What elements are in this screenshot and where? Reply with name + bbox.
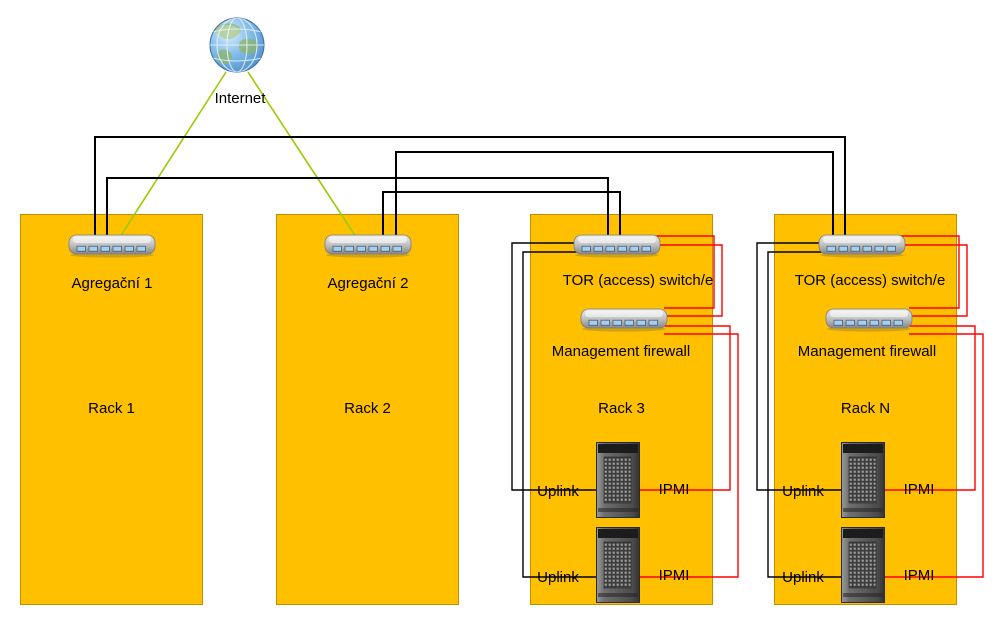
wire-agg1-to-tor-rack3 [106, 177, 609, 240]
rackN-name-label: Rack N [840, 400, 891, 417]
rack-3-box [530, 214, 713, 605]
wire-agg1-to-tor-rackN [94, 136, 846, 240]
wire-torN-to-firewallN-a [900, 235, 960, 309]
uplink-label-rackN-server1: Uplink [782, 483, 824, 500]
rack1-name-label: Rack 1 [88, 400, 135, 417]
ipmi-label-rack3-server1: IPMI [658, 481, 690, 498]
ipmi-label-rackN-server2: IPMI [903, 567, 935, 584]
tor-switch-icon-rack3 [573, 234, 661, 258]
ipmi-label-rackN-server1: IPMI [903, 481, 935, 498]
tor-switch-label-rackN: TOR (access) switch/e [794, 272, 946, 289]
tor-switch-label-rack3: TOR (access) switch/e [562, 272, 714, 289]
uplink-label-rack3-server1: Uplink [537, 483, 579, 500]
wire-torN-to-server2-uplink [767, 251, 850, 578]
wire-firewall3-to-server2-ipmi [632, 333, 739, 578]
uplink-label-rack3-server2: Uplink [537, 569, 579, 586]
wire-internet-to-agg2 [247, 71, 359, 241]
wire-tor3-to-firewall3-b [655, 244, 723, 317]
firewall-label-rack3: Management firewall [551, 343, 691, 360]
wire-tor3-to-server1-uplink [511, 242, 605, 491]
server-icon-rack3-2 [596, 527, 640, 603]
rack3-name-label: Rack 3 [598, 400, 645, 417]
rack-1-box [20, 214, 203, 605]
wire-tor3-to-server2-uplink [522, 251, 605, 578]
wire-agg2-to-tor-rack3 [382, 191, 621, 240]
rack2-name-label: Rack 2 [344, 400, 391, 417]
aggregation-switch-1-icon [68, 234, 156, 258]
wire-torN-to-firewallN-b [900, 244, 968, 317]
wire-torN-to-server1-uplink [756, 242, 850, 491]
server-icon-rack3-1 [596, 442, 640, 518]
firewall-label-rackN: Management firewall [797, 343, 937, 360]
wire-internet-to-agg1 [117, 71, 227, 241]
server-icon-rackN-2 [841, 527, 885, 603]
agg2-switch-label: Agregační 2 [327, 275, 409, 292]
wire-tor3-to-firewall3-a [655, 235, 715, 309]
wire-firewallN-to-server2-ipmi [877, 333, 984, 578]
wire-firewallN-to-server1-ipmi [877, 325, 976, 491]
globe-icon [206, 16, 268, 78]
wire-agg2-to-tor-rackN [395, 151, 834, 240]
management-firewall-icon-rackN [825, 308, 913, 332]
server-icon-rackN-1 [841, 442, 885, 518]
rack-2-box [276, 214, 459, 605]
tor-switch-icon-rackN [818, 234, 906, 258]
internet-label: Internet [214, 90, 266, 107]
wire-firewall3-to-server1-ipmi [632, 325, 731, 491]
ipmi-label-rack3-server2: IPMI [658, 567, 690, 584]
agg1-switch-label: Agregační 1 [71, 275, 153, 292]
uplink-label-rackN-server2: Uplink [782, 569, 824, 586]
aggregation-switch-2-icon [324, 234, 412, 258]
management-firewall-icon-rack3 [580, 308, 668, 332]
